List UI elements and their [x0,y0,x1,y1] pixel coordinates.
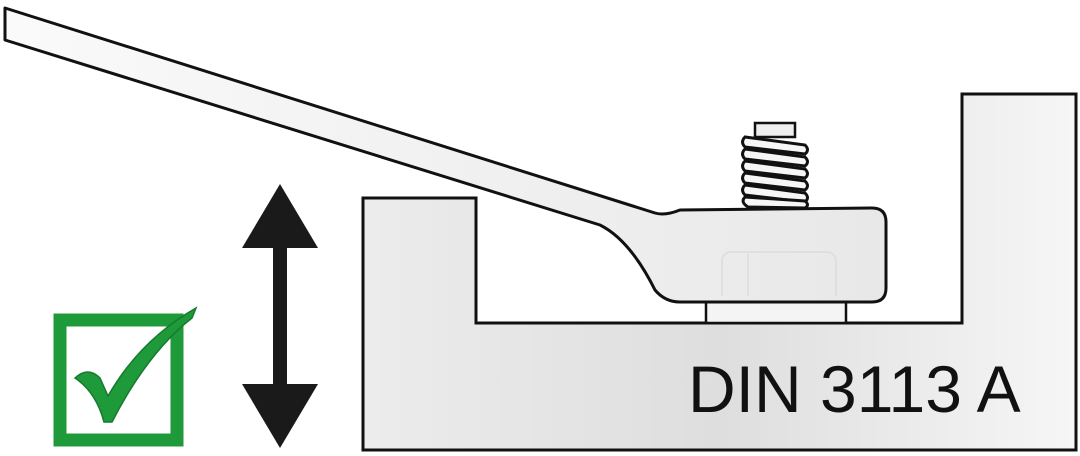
checkmark-box-icon [53,306,198,447]
vertical-arrow-icon [242,184,318,448]
washer [704,300,848,325]
wrench [3,6,888,304]
nut [721,251,837,296]
standard-label: DIN 3113 A [688,352,1021,426]
bolt [741,121,809,210]
base-block [361,92,1078,452]
